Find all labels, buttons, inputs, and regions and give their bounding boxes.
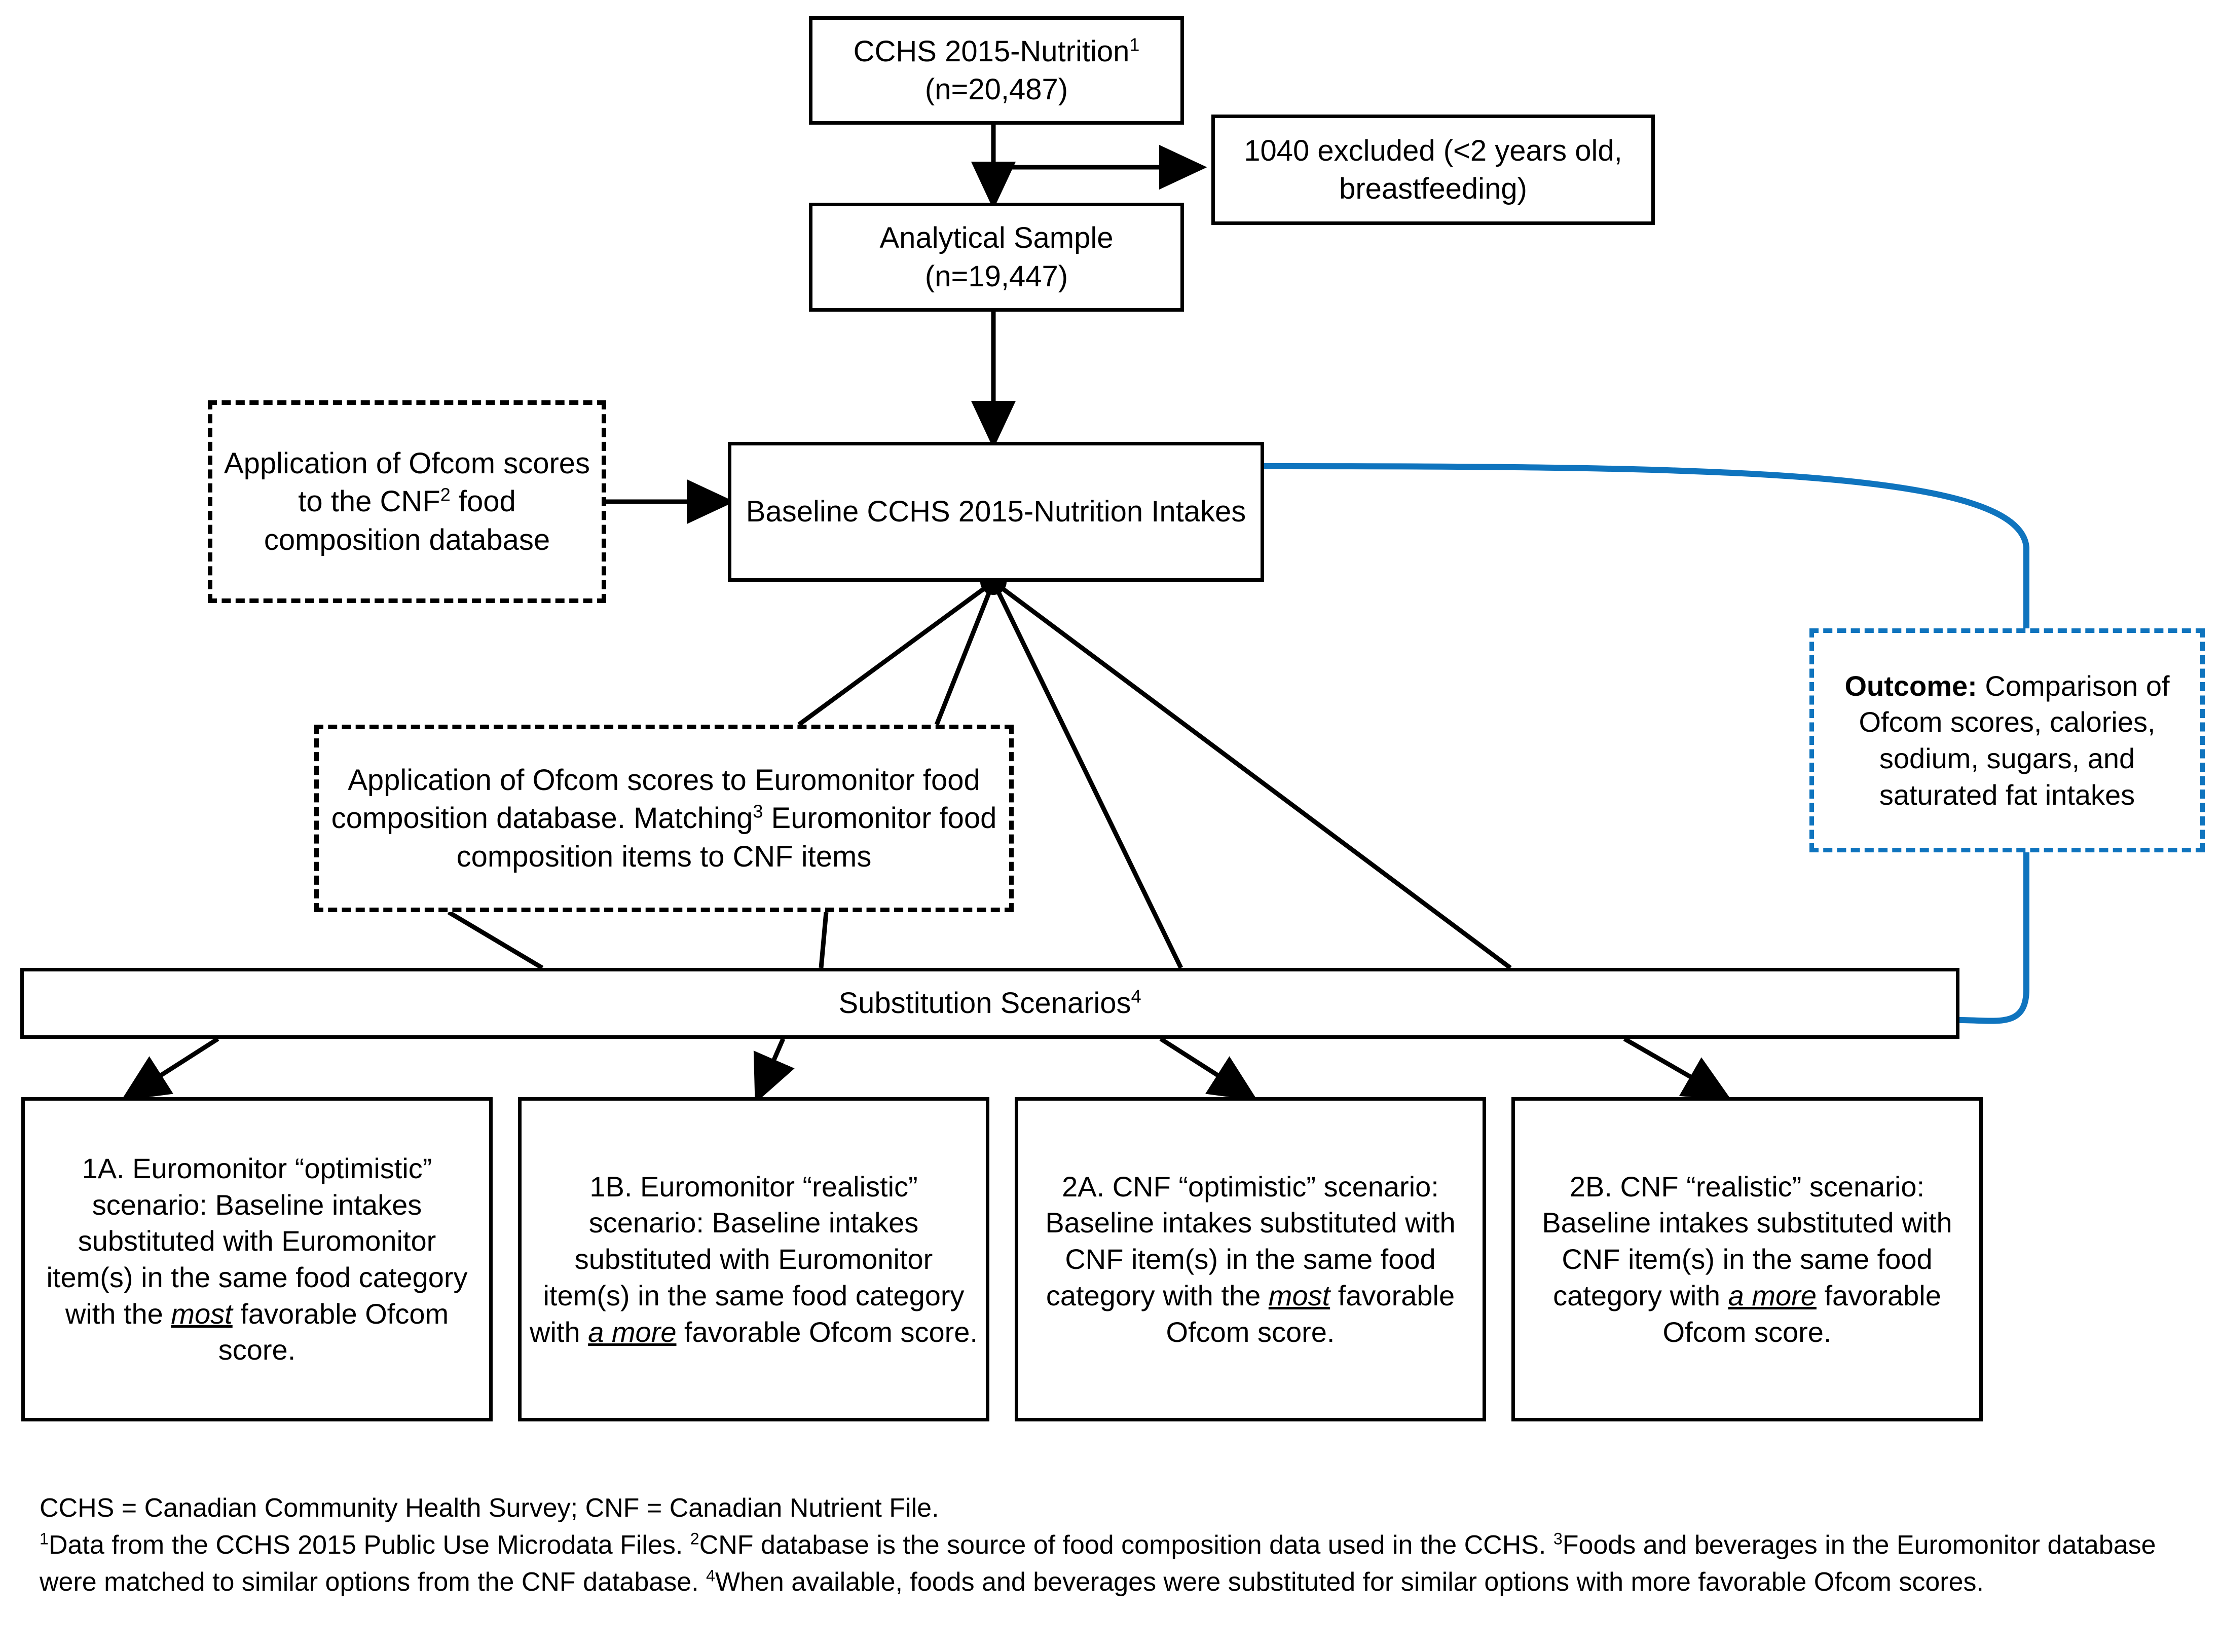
node-substitution-scenarios-bar: Substitution Scenarios4 — [20, 968, 1959, 1039]
outcome-label: Outcome: — [1844, 669, 1977, 702]
scenario-1b-pre: 1B. Euromonitor “realistic” scenario: Ba… — [530, 1170, 965, 1348]
scenario-2a-post: favorable Ofcom score. — [1166, 1279, 1455, 1348]
node-ofcom-euromonitor-application: Application of Ofcom scores to Euromonit… — [314, 725, 1014, 912]
footnote-abbreviations: CCHS = Canadian Community Health Survey;… — [40, 1493, 939, 1523]
footnote-marker-4: 4 — [706, 1566, 715, 1585]
ofcom-cnf-part1: Application of Ofcom scores to the CNF — [224, 446, 590, 518]
ofcom-euromonitor-text: Application of Ofcom scores to Euromonit… — [319, 761, 1009, 876]
footnote-segment-2: CNF database is the source of food compo… — [699, 1530, 1553, 1560]
node-cchs-source: CCHS 2015-Nutrition1 (n=20,487) — [809, 16, 1184, 125]
cchs-source-line2: (n=20,487) — [924, 73, 1068, 106]
scenario-2a-pre: 2A. CNF “optimistic” scenario: Baseline … — [1045, 1170, 1456, 1311]
scenario-2b-emphasis: a more — [1728, 1279, 1817, 1311]
substitution-bar-label: Substitution Scenarios — [838, 987, 1131, 1020]
scenario-2b-pre: 2B. CNF “realistic” scenario: Baseline i… — [1542, 1170, 1952, 1311]
scenario-2b-post: favorable Ofcom score. — [1662, 1279, 1941, 1348]
analytical-sample-line1: Analytical Sample — [879, 221, 1114, 255]
substitution-bar-superscript: 4 — [1131, 986, 1141, 1007]
substitution-bar-text: Substitution Scenarios4 — [24, 984, 1956, 1022]
ofcom-cnf-superscript: 2 — [440, 484, 451, 505]
node-outcome: Outcome: Comparison of Ofcom scores, cal… — [1809, 628, 2205, 852]
outcome-text: Outcome: Comparison of Ofcom scores, cal… — [1814, 668, 2200, 813]
ofcom-cnf-part2: food composition database — [264, 485, 550, 556]
footnote-segment-1: Data from the CCHS 2015 Public Use Micro… — [48, 1530, 690, 1560]
cchs-source-superscript: 1 — [1129, 34, 1140, 55]
footnote-numbered: 1Data from the CCHS 2015 Public Use Micr… — [40, 1527, 2189, 1601]
baseline-text: Baseline CCHS 2015-Nutrition Intakes — [746, 495, 1246, 529]
scenario-box-1b: 1B. Euromonitor “realistic” scenario: Ba… — [518, 1097, 989, 1421]
analytical-sample-text: Analytical Sample (n=19,447) — [812, 219, 1180, 295]
footnote-marker-2: 2 — [690, 1529, 699, 1548]
ofcom-euromonitor-part2: Euromonitor food composition items to CN… — [456, 802, 997, 873]
scenario-1a-pre: 1A. Euromonitor “optimistic” scenario: B… — [46, 1152, 468, 1330]
cchs-source-line1: CCHS 2015-Nutrition — [853, 34, 1130, 68]
scenario-box-2a: 2A. CNF “optimistic” scenario: Baseline … — [1015, 1097, 1486, 1421]
cchs-source-text: CCHS 2015-Nutrition1 (n=20,487) — [812, 32, 1180, 109]
footnote-segment-4: When available, foods and beverages were… — [715, 1567, 1984, 1597]
analytical-sample-line2: (n=19,447) — [924, 259, 1068, 293]
scenario-2a-text: 2A. CNF “optimistic” scenario: Baseline … — [1018, 1169, 1483, 1350]
scenario-2a-emphasis: most — [1268, 1279, 1330, 1311]
node-excluded: 1040 excluded (<2 years old, breastfeedi… — [1211, 115, 1655, 225]
ofcom-euromonitor-superscript: 3 — [753, 801, 763, 822]
scenario-2b-text: 2B. CNF “realistic” scenario: Baseline i… — [1515, 1169, 1979, 1350]
scenario-box-2b: 2B. CNF “realistic” scenario: Baseline i… — [1511, 1097, 1983, 1421]
scenario-1b-post: favorable Ofcom score. — [676, 1316, 978, 1348]
outcome-body: Comparison of Ofcom scores, calories, so… — [1859, 669, 2170, 811]
scenario-box-1a: 1A. Euromonitor “optimistic” scenario: B… — [21, 1097, 493, 1421]
scenario-1a-post: favorable Ofcom score. — [218, 1297, 449, 1366]
scenario-1b-text: 1B. Euromonitor “realistic” scenario: Ba… — [522, 1169, 986, 1350]
node-analytical-sample: Analytical Sample (n=19,447) — [809, 203, 1184, 312]
footnote-segment-3: Foods and beverages in the Euromonitor d… — [40, 1530, 2156, 1597]
excluded-text: 1040 excluded (<2 years old, breastfeedi… — [1244, 134, 1622, 205]
ofcom-cnf-text: Application of Ofcom scores to the CNF2 … — [212, 444, 602, 559]
ofcom-euromonitor-part1: Application of Ofcom scores to Euromonit… — [331, 763, 980, 835]
scenario-1a-text: 1A. Euromonitor “optimistic” scenario: B… — [25, 1150, 489, 1368]
footnotes-block: CCHS = Canadian Community Health Survey;… — [40, 1490, 2189, 1600]
footnote-marker-3: 3 — [1553, 1529, 1563, 1548]
node-ofcom-cnf-application: Application of Ofcom scores to the CNF2 … — [208, 400, 606, 603]
footnote-marker-1: 1 — [40, 1529, 49, 1548]
scenario-1b-emphasis: a more — [588, 1316, 677, 1348]
scenario-1a-emphasis: most — [171, 1297, 233, 1330]
node-baseline-intakes: Baseline CCHS 2015-Nutrition Intakes — [728, 442, 1264, 582]
